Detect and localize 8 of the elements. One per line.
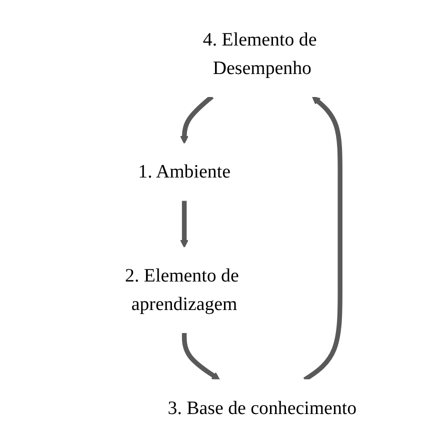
node-text: 1. Ambiente bbox=[138, 161, 230, 182]
arrow bbox=[182, 332, 220, 380]
arrow bbox=[303, 96, 342, 382]
arrow bbox=[180, 94, 214, 144]
node-text: 3. Base de conhecimento bbox=[168, 397, 356, 418]
node-text: 4. Elemento de Desempenho bbox=[202, 29, 316, 78]
node-text: 2. Elemento de aprendizagem bbox=[124, 265, 239, 314]
arrow bbox=[180, 200, 188, 248]
